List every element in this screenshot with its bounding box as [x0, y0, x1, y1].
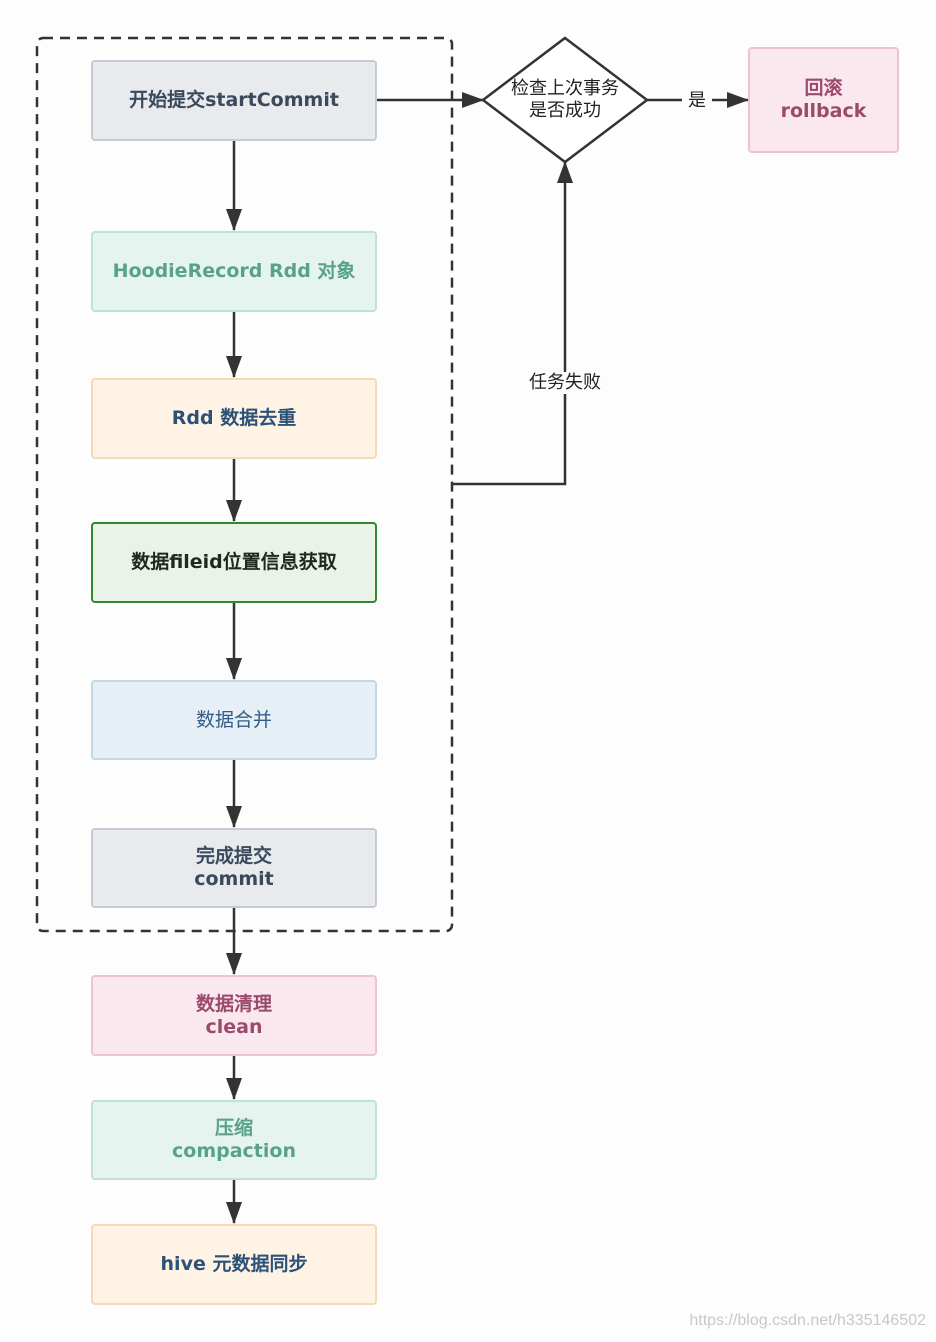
node-data-merge: 数据合并	[91, 680, 377, 760]
node-compaction-label-2: compaction	[172, 1140, 296, 1162]
decision-label-1: 检查上次事务	[511, 78, 619, 99]
edge-label-task-failed: 任务失败	[515, 372, 615, 394]
node-rdd-dedup: Rdd 数据去重	[91, 378, 377, 459]
node-compaction-label-1: 压缩	[214, 1117, 253, 1139]
node-rollback-label-2: rollback	[780, 100, 867, 122]
edge-label-task-failed-text: 任务失败	[529, 372, 601, 393]
decision-label-2: 是否成功	[529, 100, 601, 121]
node-hoodie-record-label: HoodieRecord Rdd 对象	[112, 260, 356, 282]
node-fileid-lookup-label: 数据fileid位置信息获取	[131, 551, 337, 573]
node-start-commit-label: 开始提交startCommit	[129, 89, 339, 111]
edge-label-yes: 是	[682, 90, 712, 112]
node-data-clean: 数据清理 clean	[91, 975, 377, 1056]
node-hive-sync-label: hive 元数据同步	[160, 1253, 308, 1275]
edge-label-yes-text: 是	[688, 90, 706, 111]
node-data-clean-label-1: 数据清理	[195, 992, 272, 1015]
node-finish-commit: 完成提交 commit	[91, 828, 377, 908]
watermark: https://blog.csdn.net/h335146502	[689, 1312, 926, 1329]
commit-group-dashed-boundary	[35, 36, 454, 933]
node-rdd-dedup-label: Rdd 数据去重	[171, 407, 297, 429]
arrow-failure-to-decision	[452, 161, 573, 486]
node-data-merge-label: 数据合并	[195, 708, 272, 731]
node-hive-sync: hive 元数据同步	[91, 1224, 377, 1305]
node-hoodie-record: HoodieRecord Rdd 对象	[91, 231, 377, 312]
node-data-clean-label-2: clean	[205, 1015, 263, 1038]
node-rollback: 回滚 rollback	[748, 47, 899, 153]
node-rollback-label-1: 回滚	[804, 77, 843, 99]
node-fileid-lookup: 数据fileid位置信息获取	[91, 522, 377, 603]
node-compaction: 压缩 compaction	[91, 1100, 377, 1180]
node-start-commit: 开始提交startCommit	[91, 60, 377, 141]
node-finish-commit-label-2: commit	[194, 868, 274, 890]
node-finish-commit-label-1: 完成提交	[195, 845, 272, 867]
decision-label: 检查上次事务 是否成功	[495, 78, 635, 122]
